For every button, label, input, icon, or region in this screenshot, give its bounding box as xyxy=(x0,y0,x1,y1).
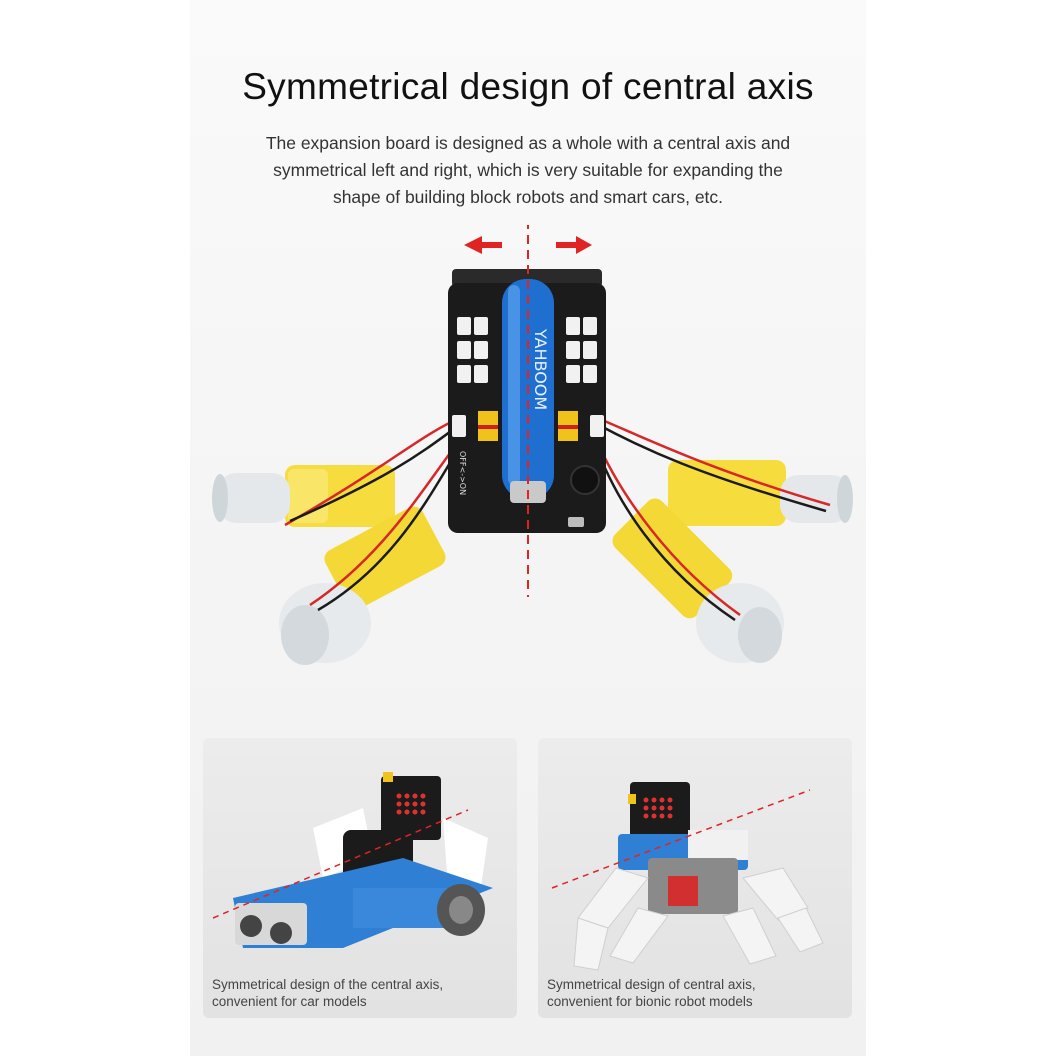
description-line-2: symmetrical left and right, which is ver… xyxy=(273,160,783,180)
description-line-1: The expansion board is designed as a who… xyxy=(265,133,791,153)
arrow-right-icon xyxy=(556,236,592,254)
page-description: The expansion board is designed as a who… xyxy=(230,130,826,211)
car-model-illustration xyxy=(212,772,493,948)
motor-right-bottom xyxy=(612,498,784,663)
description-line-3: shape of building block robots and smart… xyxy=(332,187,724,207)
motor-right-top xyxy=(668,460,853,526)
car-model-card: Symmetrical design of the central axis, … xyxy=(203,738,517,1018)
caption-line-2: convenient for bionic robot models xyxy=(547,994,753,1009)
switch-label: OFF<->ON xyxy=(458,451,467,495)
motor-left-bottom xyxy=(279,506,446,665)
car-model-caption: Symmetrical design of the central axis, … xyxy=(212,976,512,1010)
robot-model-card: Symmetrical design of central axis, conv… xyxy=(538,738,852,1018)
caption-line-1: Symmetrical design of central axis, xyxy=(547,977,756,992)
arrow-left-icon xyxy=(464,236,502,254)
caption-line-1: Symmetrical design of the central axis, xyxy=(212,977,444,992)
robot-model-caption: Symmetrical design of central axis, conv… xyxy=(547,976,847,1010)
battery-brand: YAHBOOM xyxy=(531,328,550,410)
expansion-board-illustration: YAHBOOM OFF<->ON xyxy=(212,225,853,665)
page-title: Symmetrical design of central axis xyxy=(242,66,814,107)
product-page: Symmetrical design of central axis The e… xyxy=(190,0,866,1056)
robot-model-illustration xyxy=(551,782,824,971)
caption-line-2: convenient for car models xyxy=(212,994,367,1009)
